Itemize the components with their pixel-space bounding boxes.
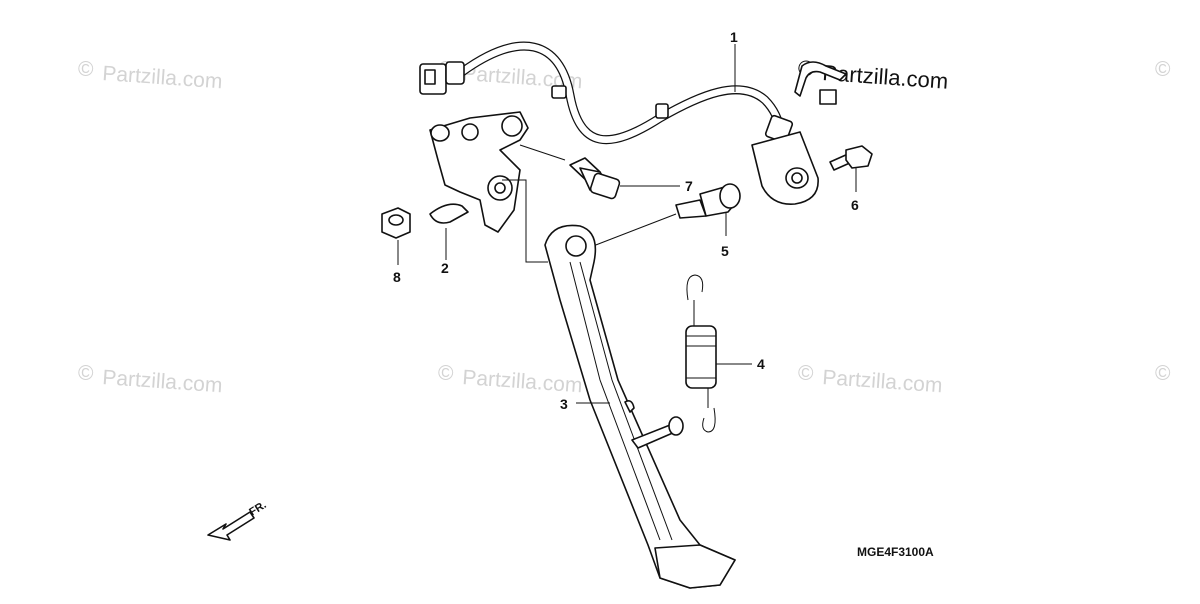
part-1-switch-harness[interactable] xyxy=(419,41,847,205)
bracket-plate xyxy=(429,111,529,233)
pivot-head xyxy=(719,183,741,209)
callout-2[interactable]: 2 xyxy=(441,260,449,276)
stand-edge xyxy=(569,261,661,541)
callout-5[interactable]: 5 xyxy=(721,243,729,259)
watermarks: © Partzilla.com © Partzilla.com © Partzi… xyxy=(78,56,1171,397)
watermark-text: Partzilla.com xyxy=(102,366,224,397)
bolt-head xyxy=(589,172,621,200)
connector-boot xyxy=(445,61,465,85)
bracket-stud xyxy=(430,124,450,142)
diagram-code: MGE4F3100A xyxy=(857,545,934,559)
switch-hole-inner xyxy=(791,172,803,184)
stand-tab xyxy=(624,400,635,413)
switch-housing xyxy=(751,131,819,205)
front-arrow-icon: FR. xyxy=(207,499,269,541)
callout-4[interactable]: 4 xyxy=(757,356,765,372)
part-7-bolt[interactable] xyxy=(519,144,680,200)
screw-head xyxy=(845,145,873,169)
callout-8[interactable]: 8 xyxy=(393,269,401,285)
stand-foot xyxy=(654,544,736,589)
stand-edge xyxy=(579,261,673,541)
wire-band xyxy=(794,61,847,97)
watermark-symbol: © xyxy=(78,362,94,385)
spring-ends xyxy=(693,300,709,408)
part-2-bracket[interactable] xyxy=(429,111,529,260)
band-lock xyxy=(819,89,837,105)
spring-top-hook xyxy=(686,274,704,301)
watermark-text: Partzilla.com xyxy=(462,366,584,397)
watermark-symbol: © xyxy=(1155,58,1171,81)
assembly-line xyxy=(519,144,566,161)
bracket-hole xyxy=(461,123,479,141)
bracket-hole xyxy=(501,115,523,137)
callout-3[interactable]: 3 xyxy=(560,396,568,412)
stand-leg xyxy=(544,224,736,589)
watermark-symbol: © xyxy=(78,58,94,81)
pivot-thread xyxy=(675,199,707,219)
assembly-line xyxy=(502,179,548,263)
stand-pivot-hole xyxy=(565,235,587,257)
part-6-screw[interactable] xyxy=(829,145,873,192)
watermark-text: Partzilla.com xyxy=(822,366,944,397)
spring-coil xyxy=(685,325,717,389)
connector-latch xyxy=(424,69,436,85)
assembly-line xyxy=(587,213,677,249)
wire-clip xyxy=(655,103,669,119)
callout-1[interactable]: 1 xyxy=(730,29,738,45)
part-4-spring[interactable] xyxy=(685,274,752,433)
spring-bottom-hook xyxy=(702,407,716,433)
watermark-symbol: © xyxy=(1155,362,1171,385)
callout-6[interactable]: 6 xyxy=(851,197,859,213)
part-3-side-stand[interactable] xyxy=(502,179,736,589)
watermark-text: Partzilla.com xyxy=(102,62,224,93)
watermark-symbol: © xyxy=(438,362,454,385)
spring-hook-knob xyxy=(668,416,684,436)
part-5-pivot-bolt[interactable] xyxy=(587,183,741,249)
bracket-tab xyxy=(429,203,469,224)
callout-7[interactable]: 7 xyxy=(685,178,693,194)
part-8-nut[interactable] xyxy=(381,207,411,265)
wire-clip xyxy=(551,85,567,99)
bracket-hole-inner xyxy=(494,182,506,194)
nut-hole xyxy=(388,214,404,226)
watermark-symbol: © xyxy=(798,362,814,385)
